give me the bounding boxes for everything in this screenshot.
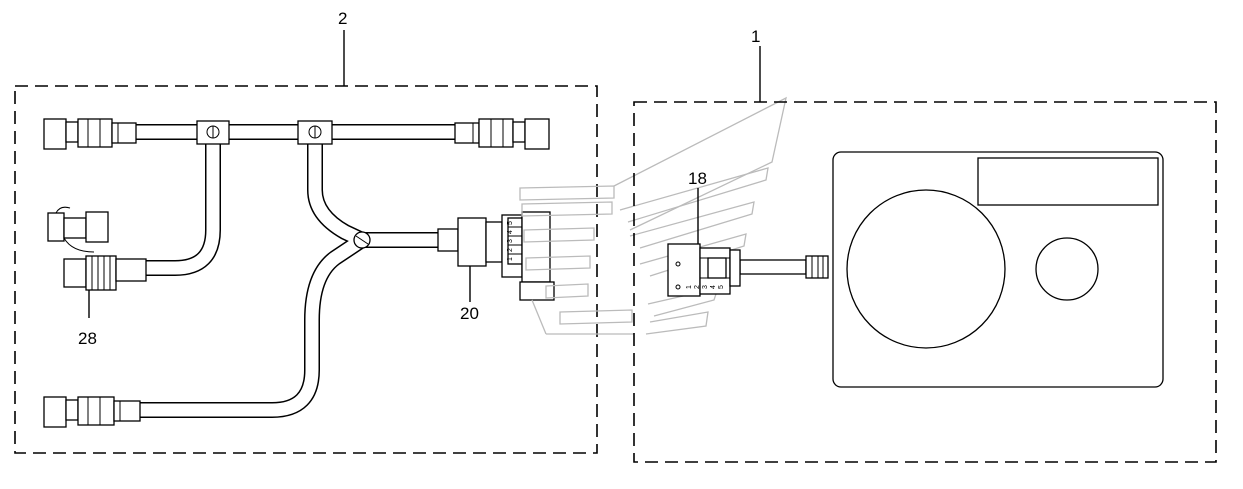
control-unit-display xyxy=(977,157,1159,206)
connector-18: 1 2 3 4 5 xyxy=(667,188,741,297)
small-plug-connector xyxy=(47,206,109,253)
connector-18-pin-labels: 1 2 3 4 5 xyxy=(686,285,725,289)
control-unit-large-dial xyxy=(846,189,1006,349)
connector-top-right xyxy=(454,118,550,150)
callout-28: 28 xyxy=(78,329,97,348)
pin-label: 1 xyxy=(507,257,514,261)
harness-group-2: 1 2 3 4 5 xyxy=(14,85,598,454)
pin-label: 3 xyxy=(507,239,514,243)
pin-label: 3 xyxy=(702,285,709,289)
connector-bottom-left xyxy=(43,396,141,428)
control-unit-small-dial xyxy=(1035,237,1099,301)
pin-label: 4 xyxy=(507,230,514,234)
pin-label: 2 xyxy=(694,285,701,289)
connector-20: 1 2 3 4 5 xyxy=(437,211,555,302)
harness-boundary-box xyxy=(14,85,598,454)
harness-wires xyxy=(135,124,455,418)
callout-1: 1 xyxy=(751,27,760,46)
control-unit-group-1: 1 2 3 4 5 xyxy=(633,101,1217,463)
pin-label: 5 xyxy=(718,285,725,289)
connector-ghost-outline xyxy=(519,96,787,335)
connector-28 xyxy=(63,255,147,318)
callout-2: 2 xyxy=(338,9,347,28)
junction-sleeve-right xyxy=(297,120,333,145)
junction-sleeve-left xyxy=(196,120,230,145)
connector-20-pin-labels: 1 2 3 4 5 xyxy=(507,221,514,261)
callout-18: 18 xyxy=(688,169,707,188)
connector-top-left xyxy=(43,118,137,150)
pin-label: 4 xyxy=(710,285,717,289)
callouts: 2 1 18 20 28 xyxy=(78,9,761,348)
control-unit-boundary-box xyxy=(633,101,1217,463)
y-split-junction xyxy=(353,231,371,249)
callout-20: 20 xyxy=(460,304,479,323)
pin-label: 5 xyxy=(507,221,514,225)
pin-label: 1 xyxy=(686,285,693,289)
unit-cable xyxy=(739,255,829,279)
pin-label: 2 xyxy=(507,248,514,252)
